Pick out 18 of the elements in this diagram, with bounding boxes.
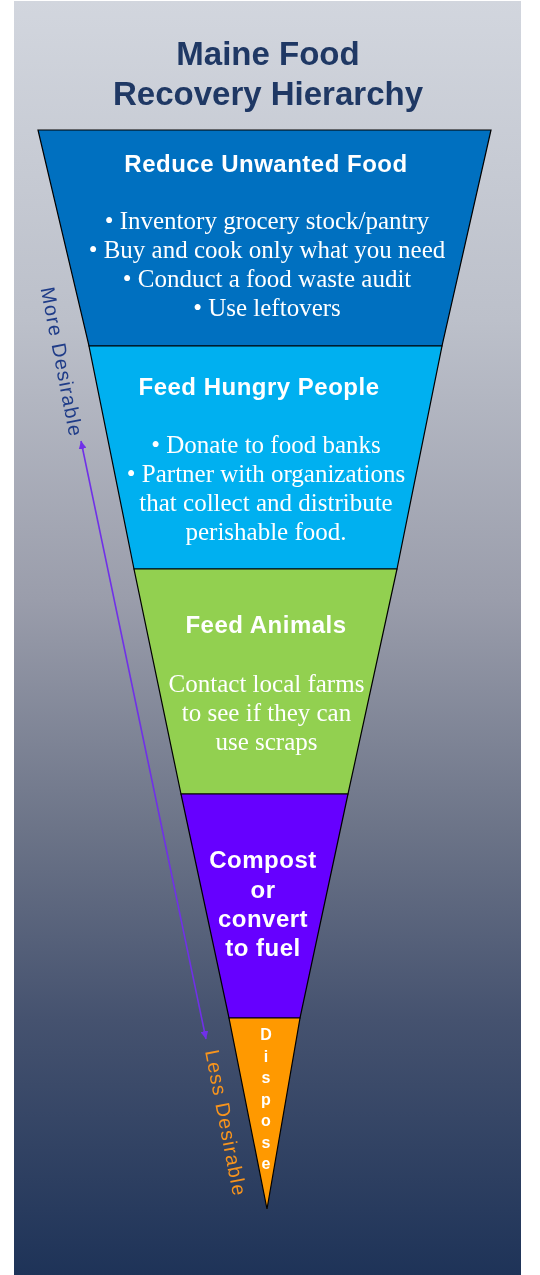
bullet-item: • Buy and cook only what you need <box>88 234 446 264</box>
funnel-tier <box>89 346 442 569</box>
tier-heading: Compost or convert to fuel <box>208 845 318 963</box>
tier-heading: Feed Animals <box>185 609 347 639</box>
tier-label: Dispose <box>259 1025 273 1174</box>
scale-label: More Desirable <box>35 284 89 440</box>
bullet-item: • Partner with organizations that collect and distribute perishable food. <box>125 458 407 546</box>
funnel-tier <box>134 569 397 794</box>
funnel-tier <box>181 794 348 1018</box>
tier-heading: Reduce Unwanted Food <box>124 148 408 178</box>
title: Maine Food Recovery Hierarchy <box>112 34 424 114</box>
bullet-item: • Inventory grocery stock/pantry <box>104 205 430 235</box>
scale-label: Less Desirable <box>200 1047 252 1199</box>
tier-description: Contact local farms to see if they can use scraps <box>167 668 366 756</box>
bullet-item: • Conduct a food waste audit <box>122 263 412 293</box>
bullet-item: • Donate to food banks <box>151 429 381 459</box>
tier-heading: Feed Hungry People <box>138 371 380 401</box>
bullet-item: • Use leftovers <box>193 292 341 322</box>
